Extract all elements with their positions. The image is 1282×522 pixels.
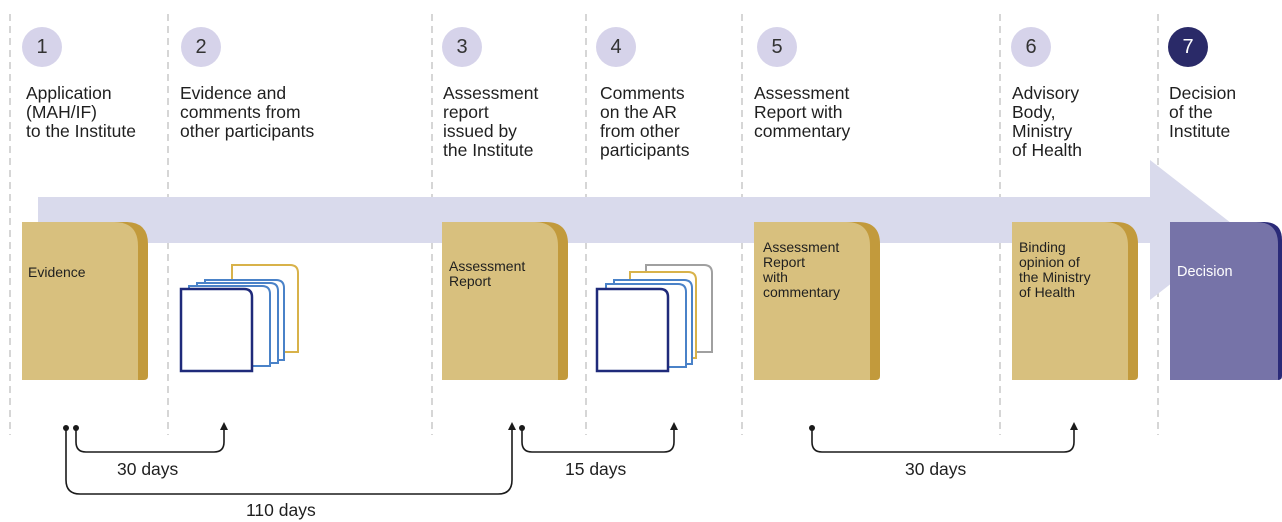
step-6-circle bbox=[1011, 27, 1051, 67]
bracket-110-days bbox=[65, 428, 513, 495]
step-1-title: Application (MAH/IF) to the Institute bbox=[26, 83, 136, 141]
evidence-documents-stack bbox=[179, 264, 299, 373]
step-4-circle bbox=[596, 27, 636, 67]
step-6-number: 6 bbox=[1025, 36, 1037, 58]
bracket-start-dots bbox=[63, 425, 815, 431]
step-2-number: 2 bbox=[195, 36, 207, 58]
step-1-circle bbox=[22, 27, 62, 67]
step-5-circle bbox=[757, 27, 797, 67]
decision-folder-label: Decision bbox=[1177, 264, 1233, 280]
assessment-report-folder bbox=[442, 222, 568, 380]
bracket-30-days-evidence bbox=[75, 428, 225, 453]
comments-documents-stack bbox=[595, 264, 713, 373]
report-commentary-folder-label: Assessment Report with commentary bbox=[763, 239, 841, 300]
report-commentary-folder bbox=[754, 222, 880, 380]
bracket-30-days-advisory bbox=[811, 428, 1075, 453]
duration-comments-period: 15 days bbox=[565, 459, 627, 479]
step-5-number: 5 bbox=[771, 36, 783, 58]
step-6-title: Advisory Body, Ministry of Health bbox=[1012, 83, 1083, 160]
step-3-circle bbox=[442, 27, 482, 67]
decision-folder bbox=[1170, 222, 1282, 380]
timing-brackets bbox=[65, 428, 1075, 495]
step-5-title: Assessment Report with commentary bbox=[754, 83, 851, 141]
duration-assessment-period: 110 days bbox=[246, 500, 316, 520]
bracket-15-days bbox=[521, 428, 675, 453]
step-2-circle bbox=[181, 27, 221, 67]
assessment-report-folder-label: Assessment Report bbox=[449, 258, 526, 289]
bracket-arrowheads bbox=[220, 422, 1078, 430]
step-3-number: 3 bbox=[456, 36, 468, 58]
step-3-title: Assessment report issued by the Institut… bbox=[443, 83, 539, 160]
evidence-folder bbox=[22, 222, 148, 380]
binding-opinion-folder-label: Binding opinion of the Ministry of Healt… bbox=[1019, 239, 1091, 300]
step-1-number: 1 bbox=[36, 36, 48, 58]
duration-advisory-period: 30 days bbox=[905, 459, 967, 479]
duration-evidence-period: 30 days bbox=[117, 459, 179, 479]
step-2-title: Evidence and comments from other partici… bbox=[180, 83, 315, 141]
process-arrow bbox=[38, 160, 1240, 300]
step-4-number: 4 bbox=[610, 36, 622, 58]
step-7-number: 7 bbox=[1182, 36, 1194, 58]
step-4-title: Comments on the AR from other participan… bbox=[600, 83, 690, 160]
step-7-title: Decision of the Institute bbox=[1169, 83, 1237, 141]
step-7-circle bbox=[1168, 27, 1208, 67]
evidence-folder-label: Evidence bbox=[28, 264, 86, 280]
binding-opinion-folder bbox=[1012, 222, 1138, 380]
